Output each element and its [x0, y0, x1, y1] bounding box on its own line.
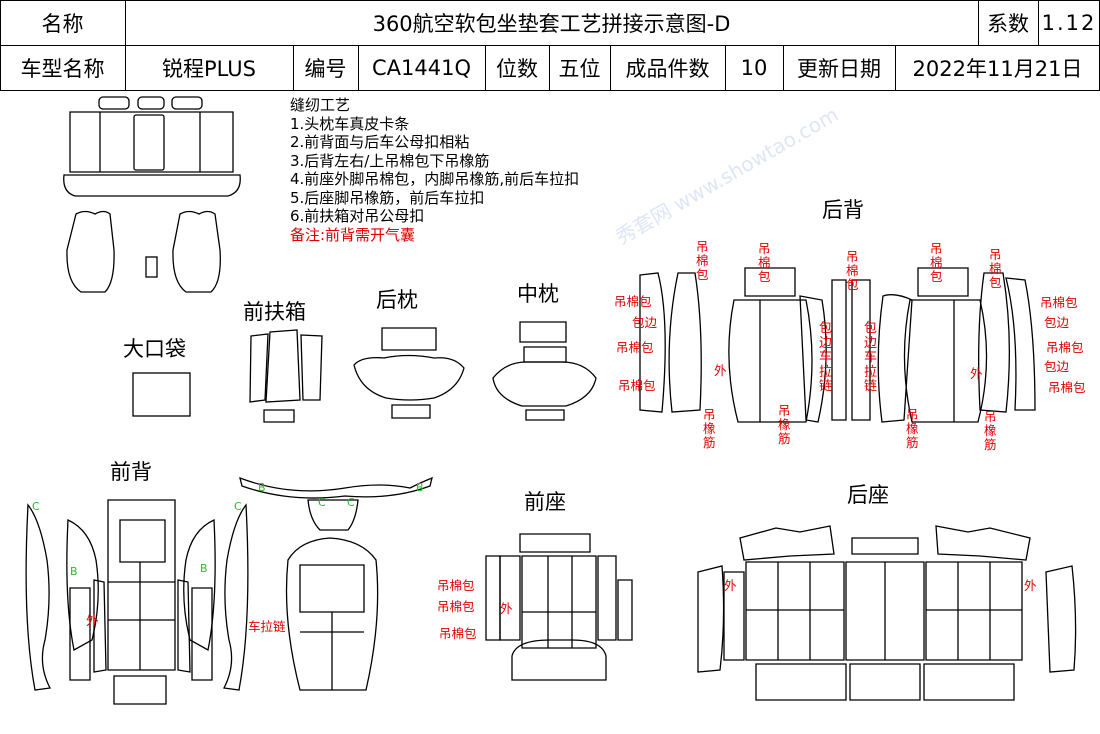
- code-label: 编号: [304, 56, 347, 81]
- hang-cotton-label: 吊棉包: [439, 626, 477, 641]
- note-item: 3.后背左右/上吊棉包下吊橡筋: [290, 151, 490, 170]
- coef-label: 系数: [987, 11, 1029, 36]
- note-item: 1.头枕车真皮卡条: [290, 114, 410, 133]
- model-value: 锐程PLUS: [161, 56, 257, 81]
- seats-value: 五位: [558, 56, 601, 81]
- car-seat-overview: [63, 96, 241, 293]
- rubber-label-v: 吊 橡 筋: [703, 407, 716, 450]
- rubber-label-v: 吊 橡 筋: [906, 407, 919, 450]
- hang-cotton-label: 吊棉包: [1046, 340, 1084, 355]
- section-rear-seat: 后座: [847, 483, 889, 507]
- hang-cotton-label: 吊棉包: [1040, 295, 1078, 310]
- hang-cotton-label: 吊棉包: [437, 578, 475, 593]
- outer-label: 外: [500, 601, 513, 616]
- rear-seat-pieces: [697, 525, 1077, 701]
- rubber-label-v: 吊 橡 筋: [984, 409, 997, 452]
- section-rear-pillow: 后枕: [376, 288, 418, 312]
- date-label: 更新日期: [797, 56, 881, 81]
- notes-remark: 备注:前背需开气囊: [290, 225, 416, 244]
- section-front-armrest: 前扶箱: [243, 300, 306, 324]
- marker-b: B: [416, 481, 424, 494]
- section-rear-back: 后背: [822, 198, 864, 222]
- seats-label: 位数: [496, 56, 538, 81]
- hang-cotton-label: 吊棉包: [437, 599, 475, 614]
- section-big-pocket: 大口袋: [123, 337, 186, 361]
- marker-c: C: [347, 496, 355, 509]
- front-armrest-pieces: [249, 329, 323, 423]
- outer-label: 外: [1024, 578, 1037, 593]
- big-pocket-piece: [132, 372, 191, 417]
- marker-c: C: [234, 500, 242, 513]
- hang-cotton-label-v: 吊 棉 包: [989, 247, 1002, 290]
- section-front-back: 前背: [110, 460, 152, 484]
- middle-pillow-pieces: [492, 321, 597, 421]
- outer-label: 外: [724, 578, 737, 593]
- outer-label: 外: [970, 366, 983, 381]
- hang-cotton-label: 吊棉包: [1048, 380, 1086, 395]
- zipper-label: 车拉链: [248, 619, 286, 634]
- hang-cotton-label-v: 吊 棉 包: [758, 241, 771, 284]
- pieces-label: 成品件数: [625, 56, 710, 81]
- note-item: 2.前背面与后车公母扣相粘: [290, 133, 470, 151]
- hang-cotton-label: 吊棉包: [618, 378, 656, 393]
- front-back-pieces: [25, 499, 249, 705]
- pieces-value: 10: [740, 55, 768, 80]
- name-label: 名称: [41, 11, 84, 36]
- front-back-zipper-pieces: [239, 476, 433, 691]
- marker-b: B: [70, 565, 78, 578]
- hem-label: 包边: [1044, 359, 1070, 374]
- green-markers: B B C C C C B B: [32, 481, 424, 578]
- model-label: 车型名称: [20, 56, 105, 81]
- hang-cotton-label: 吊棉包: [614, 294, 652, 309]
- hang-cotton-label-v: 吊 棉 包: [846, 249, 859, 292]
- red-annotations: 吊棉包 吊棉包 吊棉包 外 吊棉包 包边 吊棉包 吊棉包 外 吊棉包 包边 吊棉…: [86, 294, 1086, 641]
- zipper-label-v: 包 边 车 拉 链: [864, 321, 878, 394]
- zipper-label-v: 包 边 车 拉 链: [819, 321, 833, 394]
- hang-cotton-label: 吊棉包: [616, 340, 654, 355]
- date-value: 2022年11月21日: [912, 56, 1083, 81]
- rear-pillow-pieces: [353, 327, 465, 419]
- coef-value: 1.12: [1041, 10, 1097, 35]
- rubber-label-v: 吊 橡 筋: [778, 403, 791, 446]
- header-table: 名称 360航空软包坐垫套工艺拼接示意图-D 系数 1.12 车型名称 锐程PL…: [0, 0, 1100, 92]
- sewing-notes: 缝纫工艺 1.头枕车真皮卡条 2.前背面与后车公母扣相粘 3.后背左右/上吊棉包…: [290, 96, 579, 244]
- hang-cotton-label-v: 吊 棉 包: [696, 239, 709, 282]
- marker-c: C: [32, 500, 40, 513]
- code-value: CA1441Q: [371, 55, 471, 80]
- section-middle-pillow: 中枕: [517, 282, 559, 306]
- marker-b: B: [200, 562, 208, 575]
- rear-back-pieces: [639, 267, 1036, 423]
- hem-label: 包边: [1044, 315, 1070, 330]
- note-item: 4.前座外脚吊棉包，内脚吊橡筋,前后车拉扣: [290, 170, 580, 188]
- page-title: 360航空软包坐垫套工艺拼接示意图-D: [372, 11, 731, 36]
- outer-label: 外: [86, 613, 99, 628]
- outer-label: 外: [714, 363, 727, 378]
- hang-cotton-label-v: 吊 棉 包: [930, 241, 943, 284]
- marker-c: C: [318, 496, 326, 509]
- front-seat-pieces: [485, 533, 633, 681]
- hem-label: 包边: [632, 315, 658, 330]
- section-front-seat: 前座: [524, 490, 566, 514]
- note-item: 5.后座脚吊橡筋，前后车拉扣: [290, 188, 485, 207]
- marker-b: B: [258, 481, 266, 494]
- notes-title: 缝纫工艺: [290, 96, 351, 114]
- note-item: 6.前扶箱对吊公母扣: [290, 207, 425, 225]
